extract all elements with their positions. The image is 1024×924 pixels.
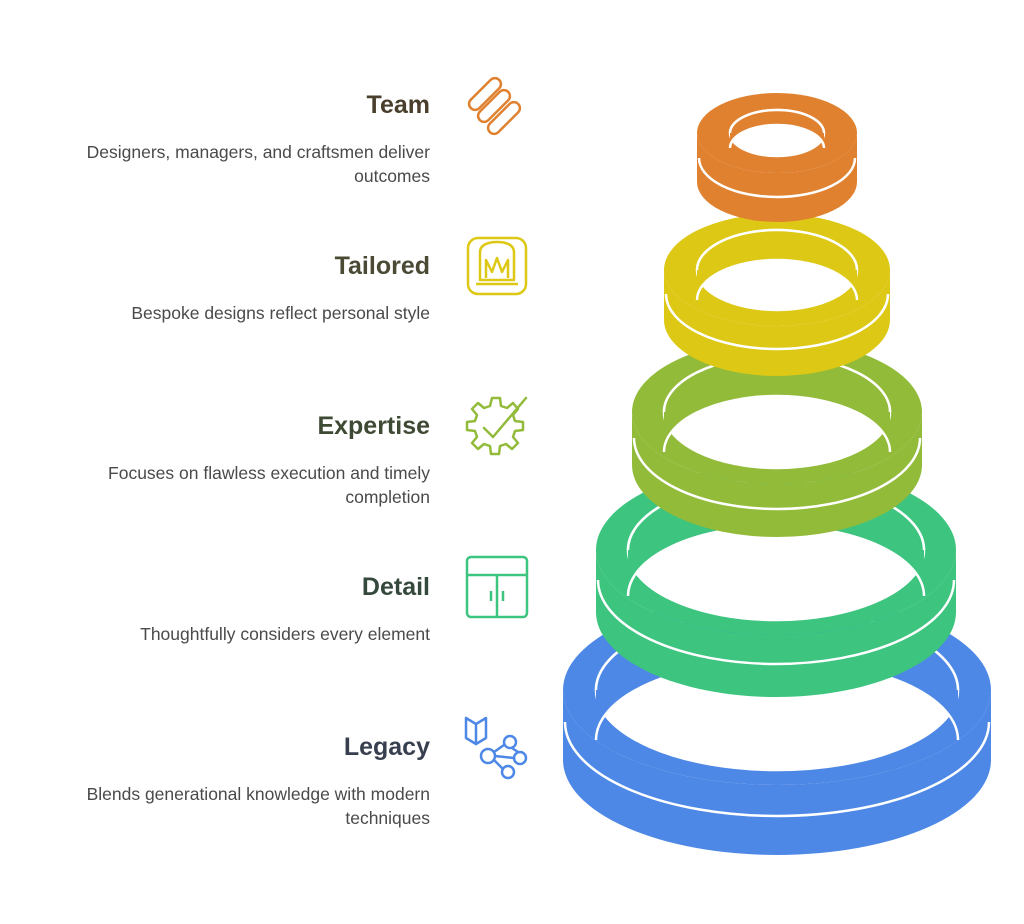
layer-title: Legacy — [343, 733, 430, 761]
layer-description: Designers, managers, and craftsmen deliv… — [86, 142, 430, 186]
layer-title: Team — [366, 91, 430, 119]
ring-team — [697, 93, 857, 222]
layer-tailored: Tailored Bespoke designs reflect persona… — [30, 251, 430, 325]
armchair-icon — [466, 236, 528, 296]
layer-title: Expertise — [317, 412, 430, 440]
ring-tailored — [664, 214, 890, 376]
layer-description: Focuses on flawless execution and timely… — [108, 463, 430, 507]
layer-detail: Detail Thoughtfully considers every elem… — [30, 572, 430, 646]
book-network-icon — [464, 716, 528, 780]
layer-title: Detail — [361, 573, 430, 601]
layer-title: Tailored — [334, 252, 430, 280]
people-group-icon — [467, 76, 522, 136]
layer-expertise: Expertise Focuses on flawless execution … — [30, 411, 430, 509]
layer-legacy: Legacy Blends generational knowledge wit… — [30, 732, 430, 830]
gear-check-icon — [465, 396, 528, 456]
layer-description: Thoughtfully considers every element — [140, 624, 430, 644]
layer-description: Bespoke designs reflect personal style — [131, 303, 430, 323]
layer-team: Team Designers, managers, and craftsmen … — [30, 90, 430, 188]
cabinet-icon — [465, 555, 529, 619]
layer-description: Blends generational knowledge with moder… — [86, 784, 430, 828]
